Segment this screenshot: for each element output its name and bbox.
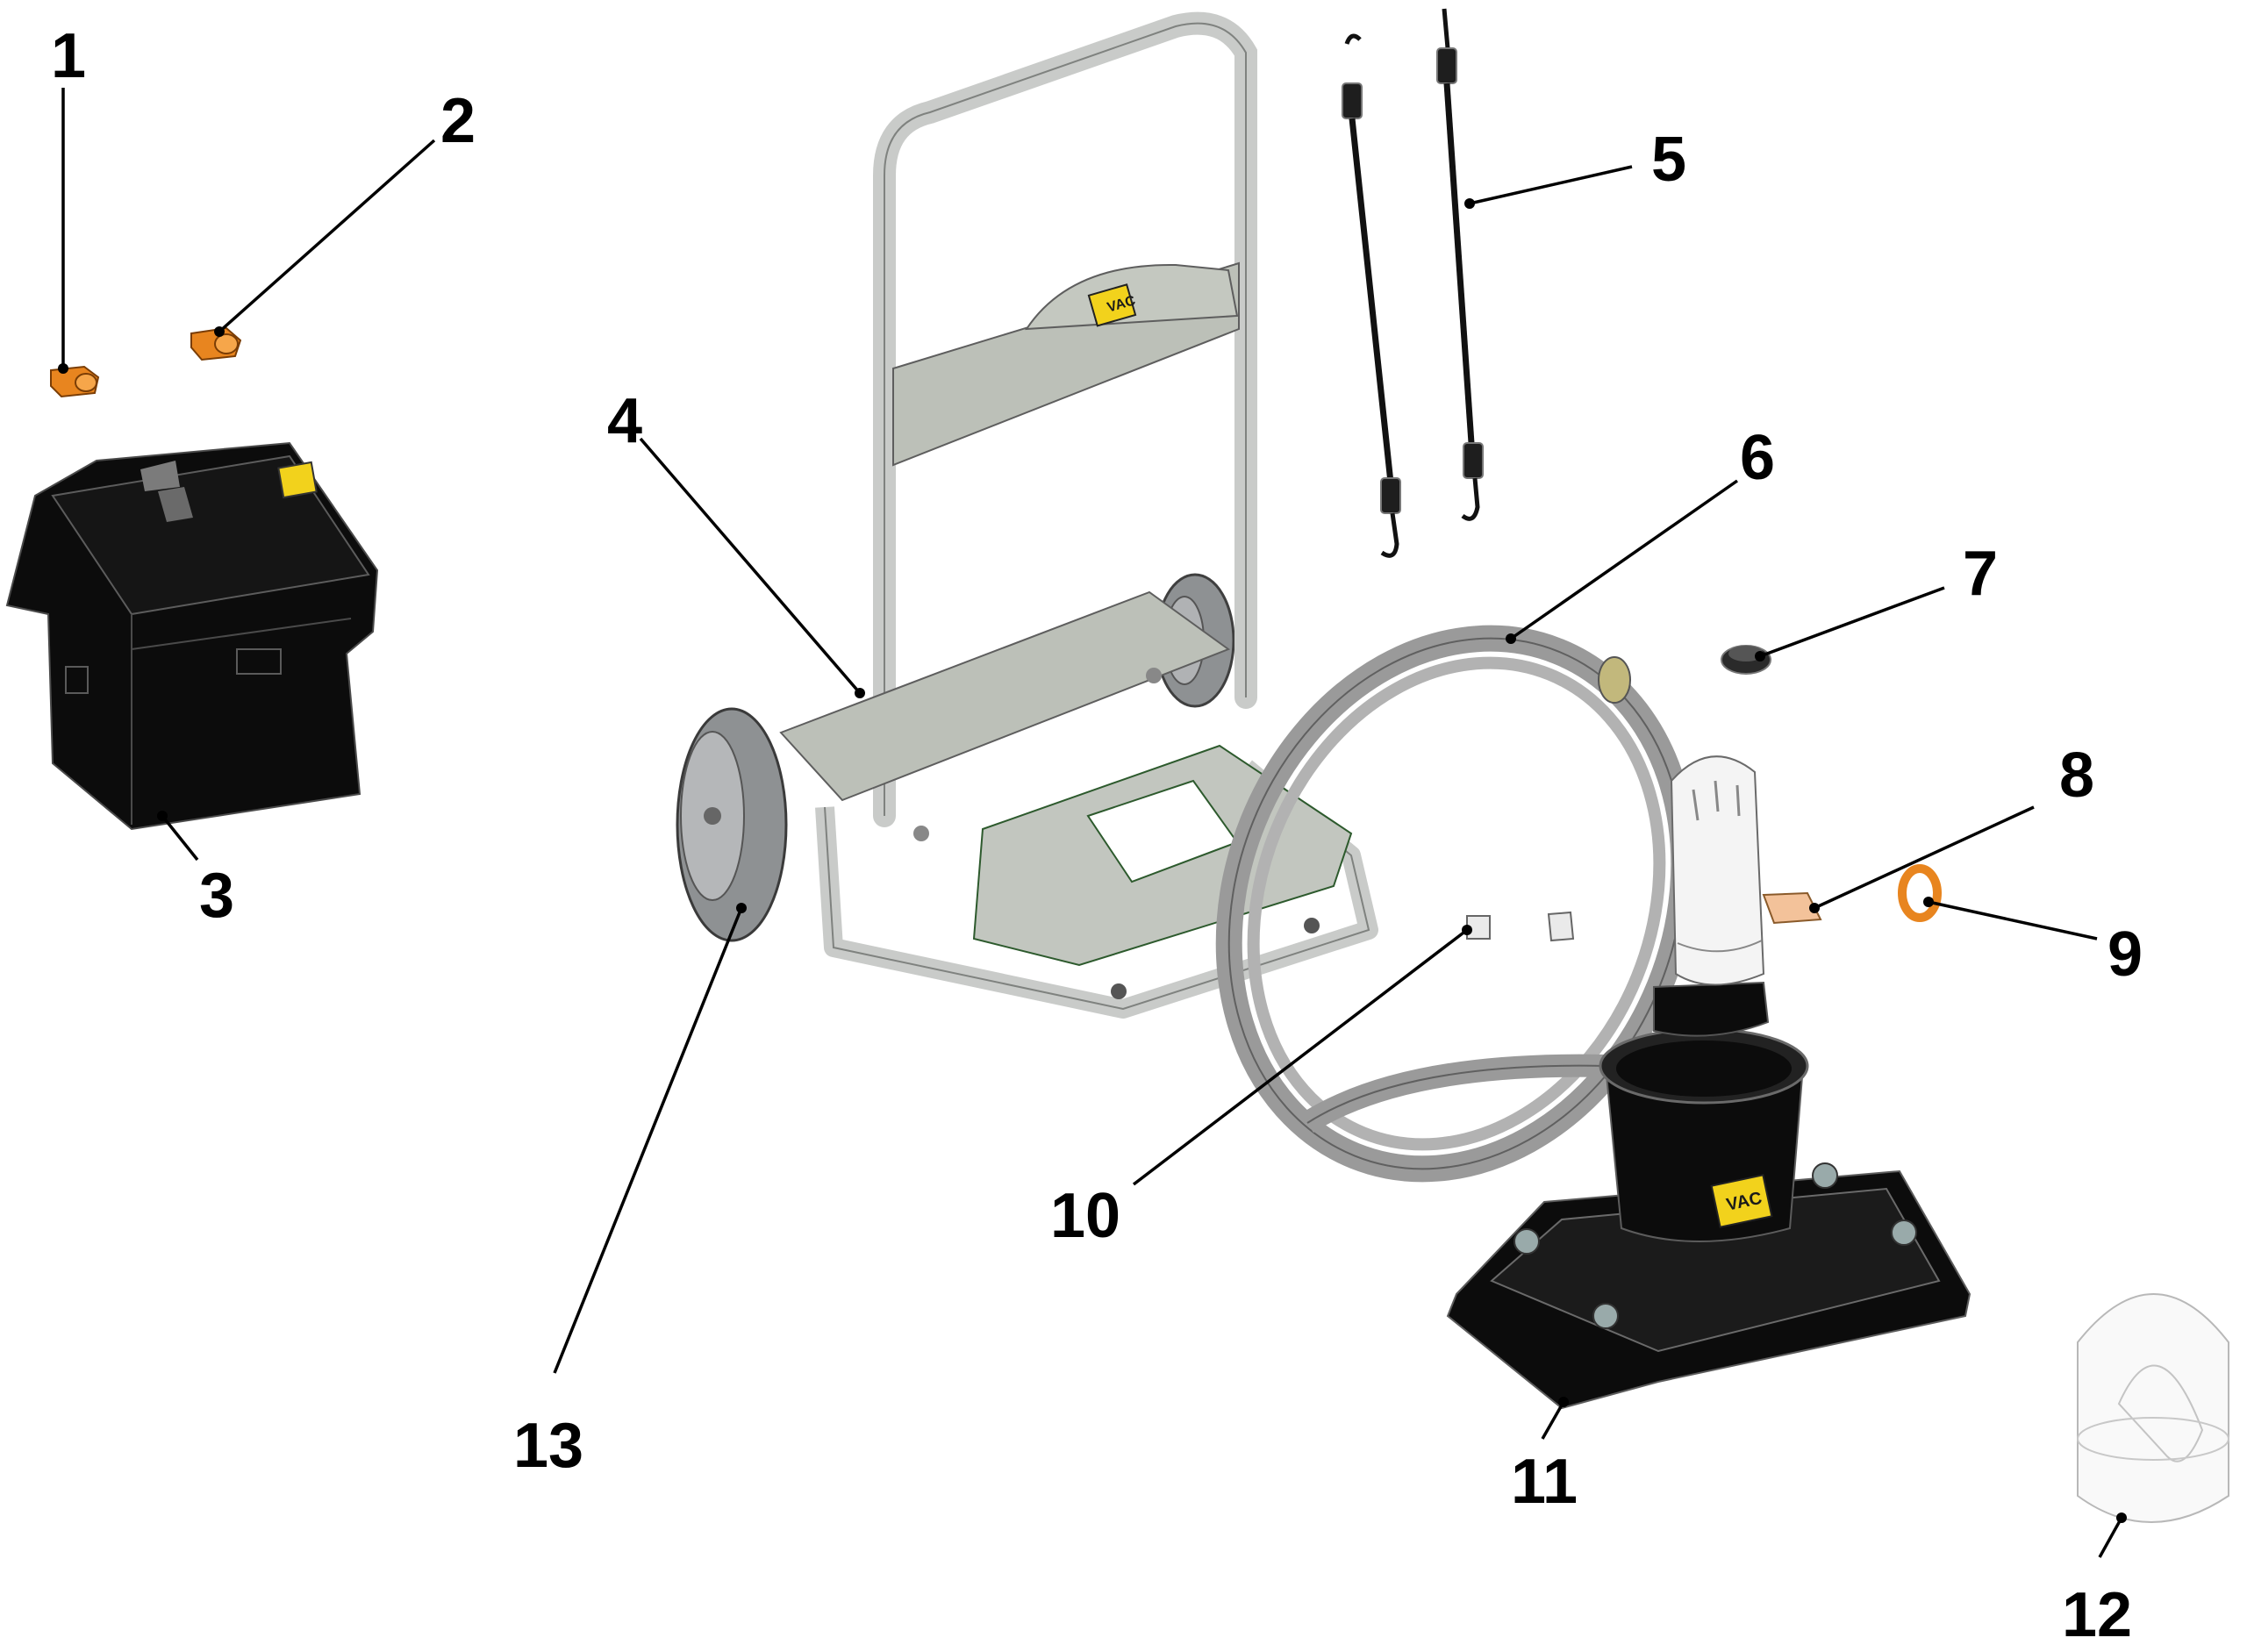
callout-numbers: 1 2 3 4 5 6 7 8 9 10 11 12 13 xyxy=(51,21,2143,1650)
leader-11 xyxy=(1541,1401,1565,1440)
leader-9 xyxy=(1928,900,2098,940)
leader-3 xyxy=(161,814,199,862)
callout-8: 8 xyxy=(2059,740,2094,811)
part-3-battery-box xyxy=(5,441,379,831)
callout-13: 13 xyxy=(513,1411,583,1481)
part-6-vacuum-hose xyxy=(1215,625,1698,1183)
part-2-terminal-connector xyxy=(190,326,242,361)
leader-2 xyxy=(218,139,436,333)
part-11-pump-base: VAC xyxy=(1446,755,1971,1410)
leader-13 xyxy=(553,907,743,1374)
part-8-nozzle xyxy=(1762,891,1822,925)
callout-3: 3 xyxy=(199,861,234,931)
part-12-clear-cover xyxy=(2077,1293,2229,1523)
callout-6: 6 xyxy=(1740,423,1775,493)
part-10-fittings xyxy=(1466,911,1575,942)
leader-5 xyxy=(1469,165,1633,205)
callout-7: 7 xyxy=(1963,539,1998,609)
callout-12: 12 xyxy=(2062,1580,2132,1650)
leader-lines xyxy=(58,88,2127,1558)
leader-8 xyxy=(1814,805,2035,910)
part-13-front-wheel xyxy=(676,707,788,942)
part-1-terminal-connector xyxy=(50,365,100,398)
part-9-ring xyxy=(1898,864,1942,922)
leader-7 xyxy=(1759,586,1945,658)
callout-1: 1 xyxy=(51,21,86,91)
leader-10 xyxy=(1132,928,1469,1186)
callout-10: 10 xyxy=(1050,1181,1120,1251)
leader-12 xyxy=(2098,1517,2123,1558)
leader-4 xyxy=(639,437,862,695)
callout-11: 11 xyxy=(1511,1447,1578,1517)
part-5-bungee-cords xyxy=(1342,8,1484,558)
part-4-cart-frame: VAC xyxy=(779,11,1378,1019)
callout-5: 5 xyxy=(1651,125,1686,195)
callout-9: 9 xyxy=(2107,919,2143,990)
leader-6 xyxy=(1509,479,1739,640)
callout-4: 4 xyxy=(607,386,642,456)
callout-2: 2 xyxy=(440,86,476,156)
